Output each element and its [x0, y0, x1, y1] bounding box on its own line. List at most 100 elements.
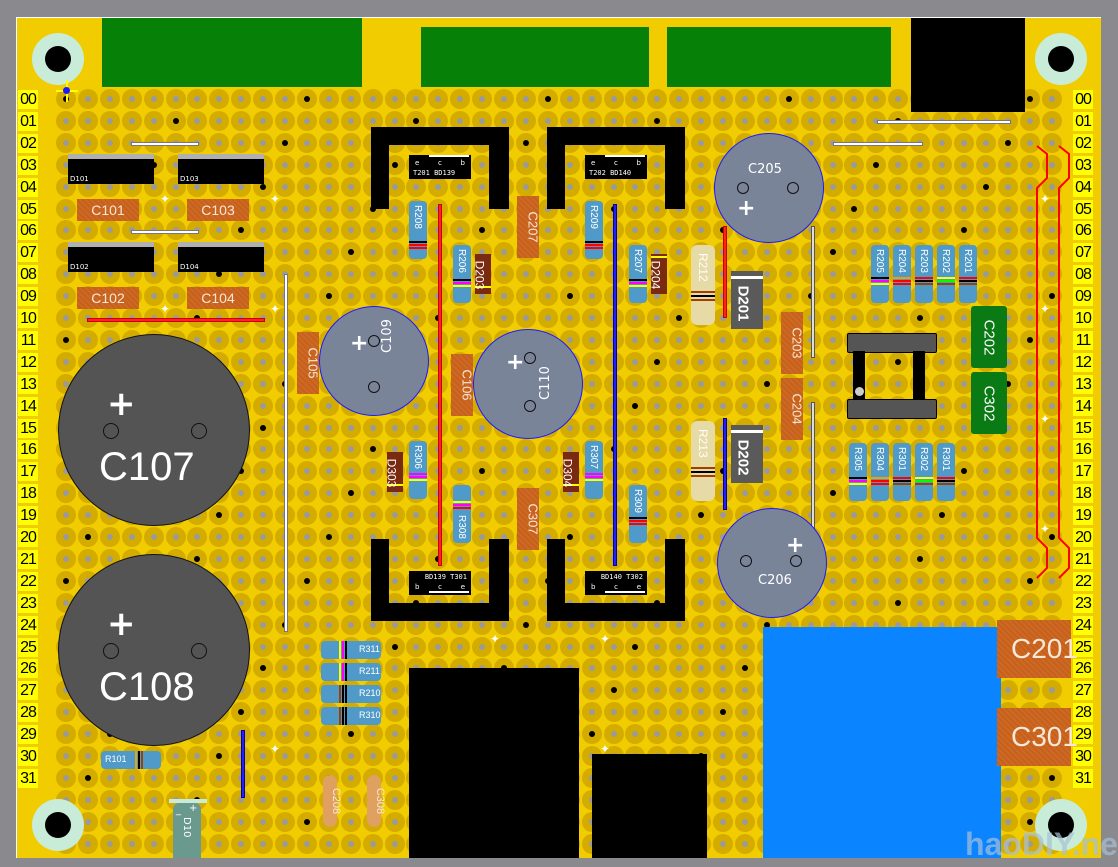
electrolytic-C107[interactable]: + C107 [58, 334, 250, 526]
resistor-R309[interactable]: R309 [629, 485, 647, 543]
resistor-R205[interactable]: R205 [871, 245, 889, 303]
diode-D303[interactable]: D303 [384, 452, 403, 492]
electrolytic-C110[interactable]: + C110 [473, 329, 583, 439]
resistor-R301-b[interactable]: R301 [937, 443, 955, 501]
connector-block-3[interactable] [667, 27, 891, 87]
relay-module[interactable] [763, 627, 1001, 858]
resistor-R311[interactable]: R311 [321, 641, 381, 659]
resistor-R208[interactable]: R208 [409, 201, 427, 259]
led-D10x[interactable]: _ + D10 [173, 803, 201, 858]
pad-hole [1041, 505, 1062, 526]
resistor-R206[interactable]: R206 [453, 245, 471, 303]
electrolytic-C205[interactable]: C205 + [714, 133, 824, 243]
power-connector[interactable] [911, 18, 1025, 112]
pad-hole [822, 286, 843, 307]
diode-D204[interactable]: D204 [648, 254, 667, 294]
cap-C301[interactable]: C301 [997, 708, 1078, 766]
pad-hole [559, 264, 580, 285]
wire-link-blue-short[interactable] [723, 418, 727, 510]
cap-C202[interactable]: C202 [971, 306, 1007, 368]
cap-C101[interactable]: C101 [77, 199, 139, 221]
pad-hole [734, 746, 755, 766]
pad-hole [756, 242, 777, 263]
diode-D201[interactable]: D201 [731, 271, 763, 329]
cap-C102[interactable]: C102 [77, 287, 139, 309]
cap-C207[interactable]: C207 [517, 196, 541, 258]
resistor-R203[interactable]: R203 [915, 245, 933, 303]
resistor-R305[interactable]: R305 [849, 443, 867, 501]
wire-link-blue[interactable] [241, 730, 245, 798]
resistor-R202[interactable]: R202 [937, 245, 955, 303]
resistor-R212[interactable]: R212 [691, 245, 715, 325]
cap-C302[interactable]: C302 [971, 372, 1007, 434]
rectifier-D102[interactable]: D102 [68, 242, 154, 272]
pad-hole [1019, 395, 1040, 416]
pad-hole [296, 242, 317, 263]
cap-C104[interactable]: C104 [187, 287, 249, 309]
ic-socket[interactable] [847, 333, 937, 419]
resistor-R306[interactable]: R306 [409, 441, 427, 499]
cap-C208[interactable]: C208 [323, 775, 342, 827]
cap-C106[interactable]: C106 [451, 354, 475, 416]
resistor-R204[interactable]: R204 [893, 245, 911, 303]
pad-hole [778, 439, 799, 460]
electrolytic-C206[interactable]: + C206 [717, 508, 827, 618]
rectifier-D103[interactable]: D103 [178, 154, 264, 184]
resistor-R310[interactable]: R310 [321, 707, 381, 725]
resistor-R308[interactable]: R308 [453, 485, 471, 543]
diode-D203[interactable]: D203 [472, 254, 491, 294]
pad-hole [340, 505, 361, 526]
pad-hole [800, 89, 821, 109]
pad-hole [77, 527, 98, 547]
transformer-block-1[interactable] [409, 668, 579, 858]
transformer-block-2[interactable] [592, 754, 707, 858]
electrolytic-C109[interactable]: + C109 [319, 306, 429, 416]
resistor-R201[interactable]: R201 [959, 245, 977, 303]
resistor-R213[interactable]: R213 [691, 421, 715, 501]
pad-hole [844, 220, 865, 241]
resistor-R209[interactable]: R209 [585, 201, 603, 259]
electrolytic-C108[interactable]: + C108 [58, 554, 250, 746]
cap-C308[interactable]: C308 [367, 775, 386, 827]
pad-hole [932, 198, 952, 219]
cap-label: C108 [99, 665, 195, 709]
wire-link[interactable] [877, 120, 1011, 124]
cap-C105[interactable]: C105 [297, 332, 321, 394]
cap-C204[interactable]: C204 [781, 378, 805, 440]
cap-C201[interactable]: C201 [997, 620, 1078, 678]
wire-link-blue-vertical[interactable] [613, 204, 617, 566]
pad-hole [932, 176, 952, 197]
connector-block-1[interactable] [102, 18, 362, 87]
wire-link[interactable] [131, 142, 199, 146]
resistor-R207[interactable]: R207 [629, 245, 647, 303]
diode-D202[interactable]: D202 [731, 425, 763, 483]
resistor-R101[interactable]: R101 [101, 751, 161, 769]
wire-link[interactable] [131, 230, 199, 234]
wire-link-vertical[interactable] [284, 274, 288, 632]
rectifier-D101[interactable]: D101 [68, 154, 154, 184]
pad-hole [734, 767, 755, 788]
pad-hole [822, 395, 843, 416]
connector-block-2[interactable] [421, 27, 649, 87]
resistor-R301-a[interactable]: R301 [893, 443, 911, 501]
pad-hole [537, 220, 558, 241]
cap-C307[interactable]: C307 [517, 488, 541, 550]
resistor-R210[interactable]: R210 [321, 685, 381, 703]
cap-C203[interactable]: C203 [781, 312, 805, 374]
resistor-R304[interactable]: R304 [871, 443, 889, 501]
resistor-R307[interactable]: R307 [585, 441, 603, 499]
resistor-R211[interactable]: R211 [321, 663, 381, 681]
wire-link-red-short[interactable] [723, 226, 727, 318]
rectifier-D104[interactable]: D104 [178, 242, 264, 272]
wire-link[interactable] [833, 142, 923, 146]
resistor-R302[interactable]: R302 [915, 443, 933, 501]
cap-C103[interactable]: C103 [187, 199, 249, 221]
pad-hole [296, 833, 317, 854]
pad-hole [975, 176, 996, 197]
diode-D304[interactable]: D304 [560, 452, 579, 492]
wire-link-red[interactable] [87, 318, 265, 322]
